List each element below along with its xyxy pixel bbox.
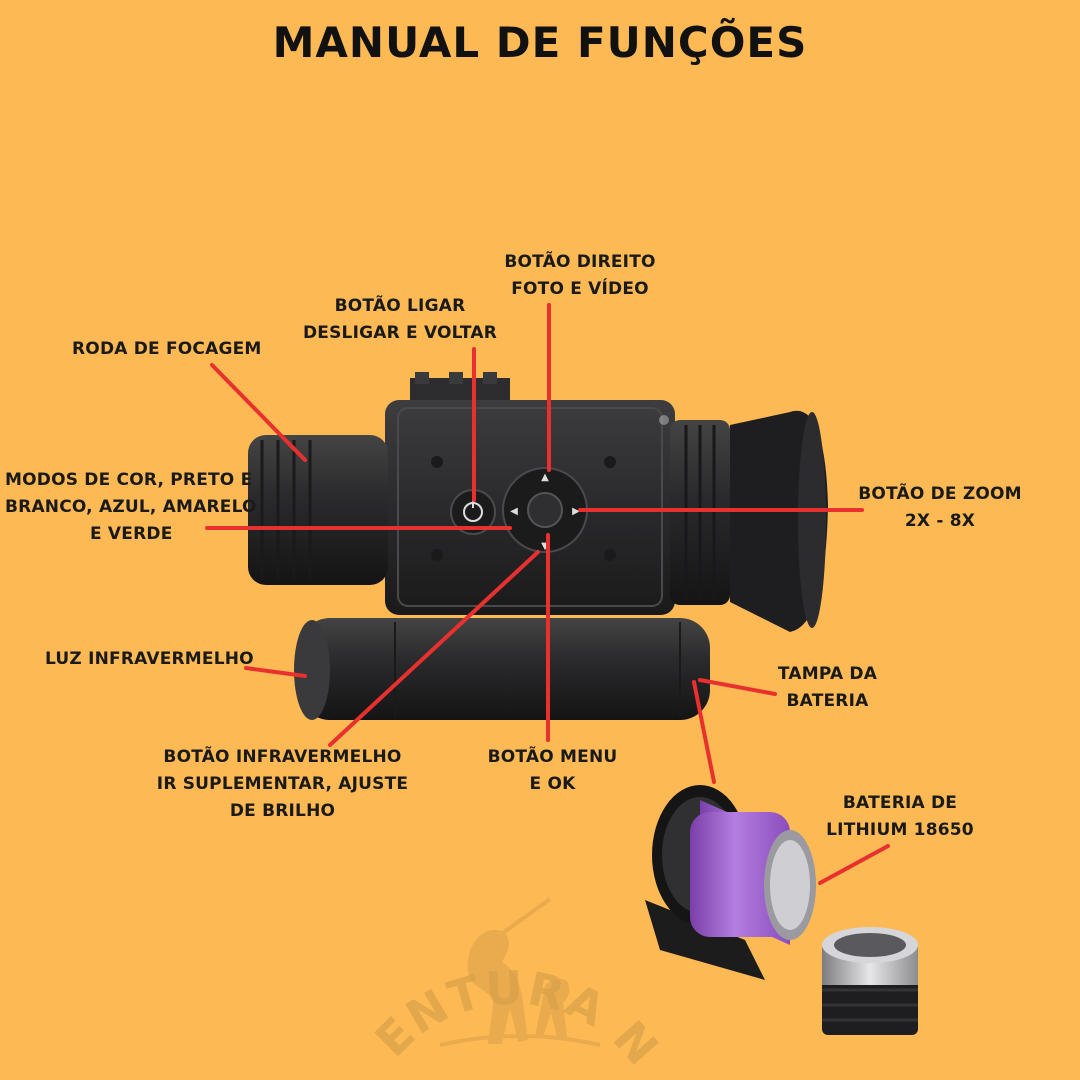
- label-modos-cor: MODOS DE COR, PRETO E BRANCO, AZUL, AMAR…: [5, 470, 257, 517]
- label-botao-infravermelho: BOTÃO INFRAVERMELHO IR SUPLEMENTAR, AJUS…: [156, 747, 409, 821]
- svg-text:▼: ▼: [541, 541, 549, 552]
- battery-steel-cap: [822, 927, 918, 1035]
- label-modos-cor-line3: E VERDE: [90, 524, 173, 544]
- label-tampa-bateria: TAMPA DA BATERIA: [777, 664, 878, 711]
- label-zoom: BOTÃO DE ZOOM 2X - 8X: [858, 484, 1022, 531]
- watermark-logo: [439, 897, 601, 1047]
- svg-text:▶: ▶: [572, 506, 580, 517]
- focus-wheel: [248, 435, 388, 585]
- label-luz-infravermelho: LUZ INFRAVERMELHO: [45, 649, 254, 669]
- svg-text:▲: ▲: [541, 472, 549, 483]
- infrared-light-tube: [294, 618, 710, 720]
- page-title: MANUAL DE FUNÇÕES: [272, 18, 808, 67]
- label-ligar: BOTÃO LIGAR DESLIGAR E VOLTAR: [302, 296, 498, 343]
- label-bateria-lithium: BATERIA DE LITHIUM 18650: [826, 793, 974, 840]
- label-botao-menu: BOTÃO MENU E OK: [487, 747, 618, 794]
- label-foto-video: BOTÃO DIREITO FOTO E VÍDEO: [504, 252, 656, 299]
- control-buttons: ▲ ▼ ◀ ▶: [450, 467, 588, 553]
- eyepiece: [670, 410, 828, 632]
- label-focagem: RODA DE FOCAGEM: [72, 339, 262, 359]
- svg-text:◀: ◀: [510, 506, 518, 517]
- battery-18650: [690, 800, 816, 945]
- pointer-lines: [205, 303, 890, 885]
